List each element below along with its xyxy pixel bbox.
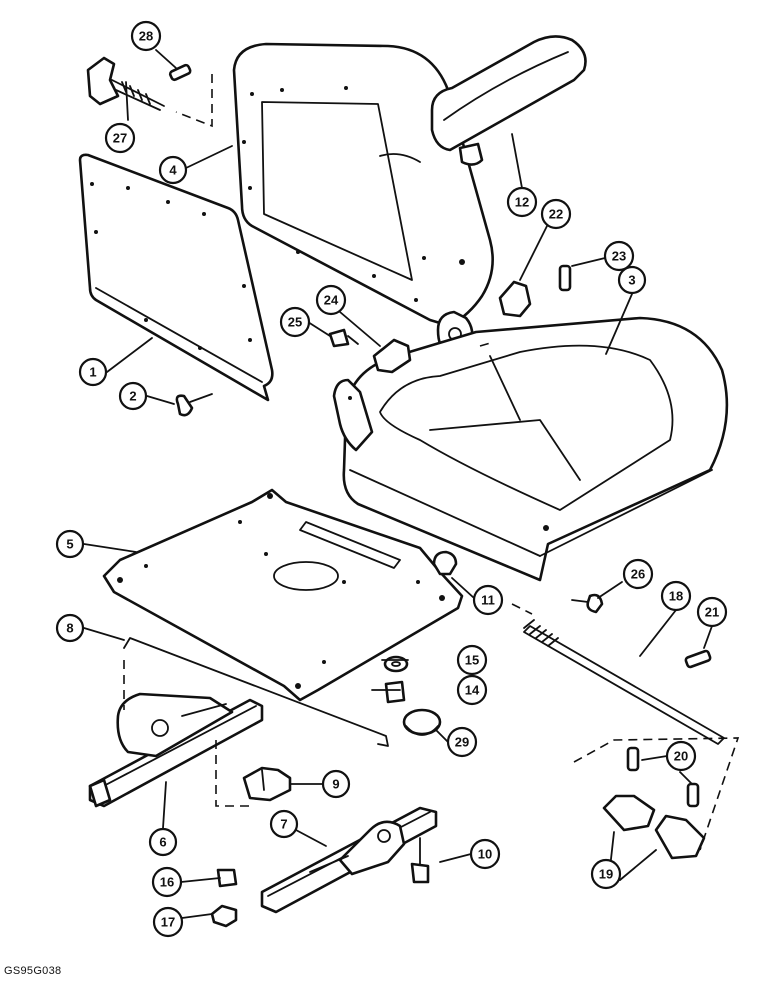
callout-27: 27 <box>104 122 136 154</box>
bushing-24 <box>372 338 412 374</box>
svg-text:1: 1 <box>89 365 96 380</box>
callout-5: 5 <box>55 529 85 559</box>
callout-19: 19 <box>590 858 622 890</box>
nut-17 <box>210 904 238 928</box>
callout-7: 7 <box>269 809 299 839</box>
callout-18: 18 <box>660 580 692 612</box>
callout-17: 17 <box>152 906 184 938</box>
pins <box>626 746 700 808</box>
svg-text:14: 14 <box>465 683 480 698</box>
svg-text:29: 29 <box>455 735 469 750</box>
svg-text:4: 4 <box>169 163 177 178</box>
svg-text:11: 11 <box>481 593 495 608</box>
svg-text:17: 17 <box>161 915 175 930</box>
svg-text:3: 3 <box>628 273 635 288</box>
callout-10: 10 <box>469 838 501 870</box>
brackets <box>602 794 706 860</box>
callout-23: 23 <box>603 240 635 272</box>
callout-12: 12 <box>506 186 538 218</box>
svg-text:27: 27 <box>113 131 127 146</box>
knob-22 <box>498 280 532 318</box>
callout-14: 14 <box>456 674 488 706</box>
callout-16: 16 <box>151 866 183 898</box>
svg-text:15: 15 <box>465 653 479 668</box>
adjustment-rod <box>123 637 389 747</box>
screw-26 <box>571 593 604 614</box>
armrest <box>430 35 587 166</box>
svg-text:26: 26 <box>631 567 645 582</box>
callout-6: 6 <box>148 827 178 857</box>
svg-text:5: 5 <box>66 537 73 552</box>
callout-15: 15 <box>456 644 488 676</box>
callout-26: 26 <box>622 558 654 590</box>
svg-text:10: 10 <box>478 847 492 862</box>
back-cover-panel <box>78 153 274 402</box>
svg-text:12: 12 <box>515 195 529 210</box>
cap-11 <box>432 550 458 576</box>
svg-text:25: 25 <box>288 315 302 330</box>
bolt-14 <box>384 680 406 704</box>
svg-text:21: 21 <box>705 605 719 620</box>
svg-text:9: 9 <box>332 777 339 792</box>
left-slide-rail <box>88 692 264 808</box>
callout-28: 28 <box>130 20 162 52</box>
seat-back <box>232 42 494 356</box>
callout-24: 24 <box>315 284 347 316</box>
alignment-lines <box>123 74 740 851</box>
svg-text:24: 24 <box>324 293 339 308</box>
lever-handle <box>242 766 292 802</box>
pin-21 <box>684 649 712 669</box>
pin-23 <box>558 264 572 292</box>
svg-text:22: 22 <box>549 207 563 222</box>
callout-29: 29 <box>446 726 478 758</box>
svg-text:20: 20 <box>674 749 688 764</box>
screw-2 <box>175 393 213 417</box>
callout-3: 3 <box>617 265 647 295</box>
callout-1: 1 <box>78 357 108 387</box>
shaft <box>523 619 725 745</box>
bolt-10 <box>410 837 430 884</box>
pin-28 <box>168 63 192 82</box>
callout-2: 2 <box>118 381 148 411</box>
right-slide-rail <box>260 806 438 914</box>
seat-plate <box>102 488 464 702</box>
callout-22: 22 <box>540 198 572 230</box>
knob-29 <box>402 708 442 736</box>
svg-text:28: 28 <box>139 29 153 44</box>
svg-text:16: 16 <box>160 875 174 890</box>
svg-text:23: 23 <box>612 249 626 264</box>
svg-text:19: 19 <box>599 867 613 882</box>
svg-text:18: 18 <box>669 589 683 604</box>
callout-4: 4 <box>158 155 188 185</box>
screw-25 <box>328 328 359 348</box>
callout-9: 9 <box>321 769 351 799</box>
svg-text:6: 6 <box>159 835 166 850</box>
svg-text:8: 8 <box>66 621 73 636</box>
drawing-code: GS95G038 <box>4 965 62 977</box>
bolt-16 <box>216 868 238 888</box>
callout-20: 20 <box>665 740 697 772</box>
svg-text:2: 2 <box>129 389 136 404</box>
callout-21: 21 <box>696 596 728 628</box>
callout-25: 25 <box>279 306 311 338</box>
svg-text:7: 7 <box>280 817 287 832</box>
adjuster-knob-27 <box>86 56 165 111</box>
callout-11: 11 <box>472 584 504 616</box>
callout-8: 8 <box>55 613 85 643</box>
